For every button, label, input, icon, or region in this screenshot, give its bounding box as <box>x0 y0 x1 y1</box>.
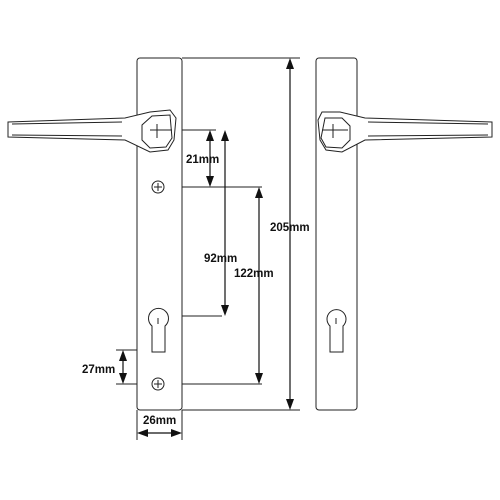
right-backplate <box>315 57 358 411</box>
dimension-label-26mm: 26mm <box>143 415 176 427</box>
dimension-label-21mm: 21mm <box>186 154 219 166</box>
euro-cylinder-icon <box>326 309 347 353</box>
extension-lines <box>116 57 300 440</box>
lever-handle-icon <box>7 109 177 153</box>
dimension-label-92mm: 92mm <box>204 253 237 265</box>
dimension-122mm: 122mm <box>234 187 274 384</box>
euro-cylinder-icon <box>148 307 169 353</box>
dimension-27mm: 27mm <box>82 350 127 384</box>
lever-handle-icon <box>317 111 493 153</box>
dimension-21mm: 21mm <box>186 130 219 187</box>
dimension-label-205mm: 205mm <box>270 222 310 234</box>
dimension-205mm: 205mm <box>270 58 310 410</box>
dimension-label-122mm: 122mm <box>234 268 274 280</box>
dimension-26mm: 26mm <box>137 415 182 437</box>
dimension-92mm: 92mm <box>204 130 237 316</box>
dimension-label-27mm: 27mm <box>82 364 115 376</box>
